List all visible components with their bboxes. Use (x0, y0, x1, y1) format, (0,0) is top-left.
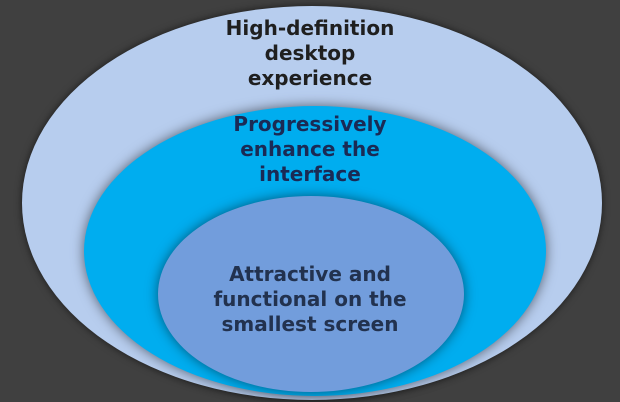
inner-ellipse-smallest-screen (158, 196, 464, 392)
outer-label: High-definition desktop experience (225, 16, 395, 90)
middle-label: Progressively enhance the interface (233, 112, 387, 186)
inner-label: Attractive and functional on the smalles… (213, 262, 407, 336)
